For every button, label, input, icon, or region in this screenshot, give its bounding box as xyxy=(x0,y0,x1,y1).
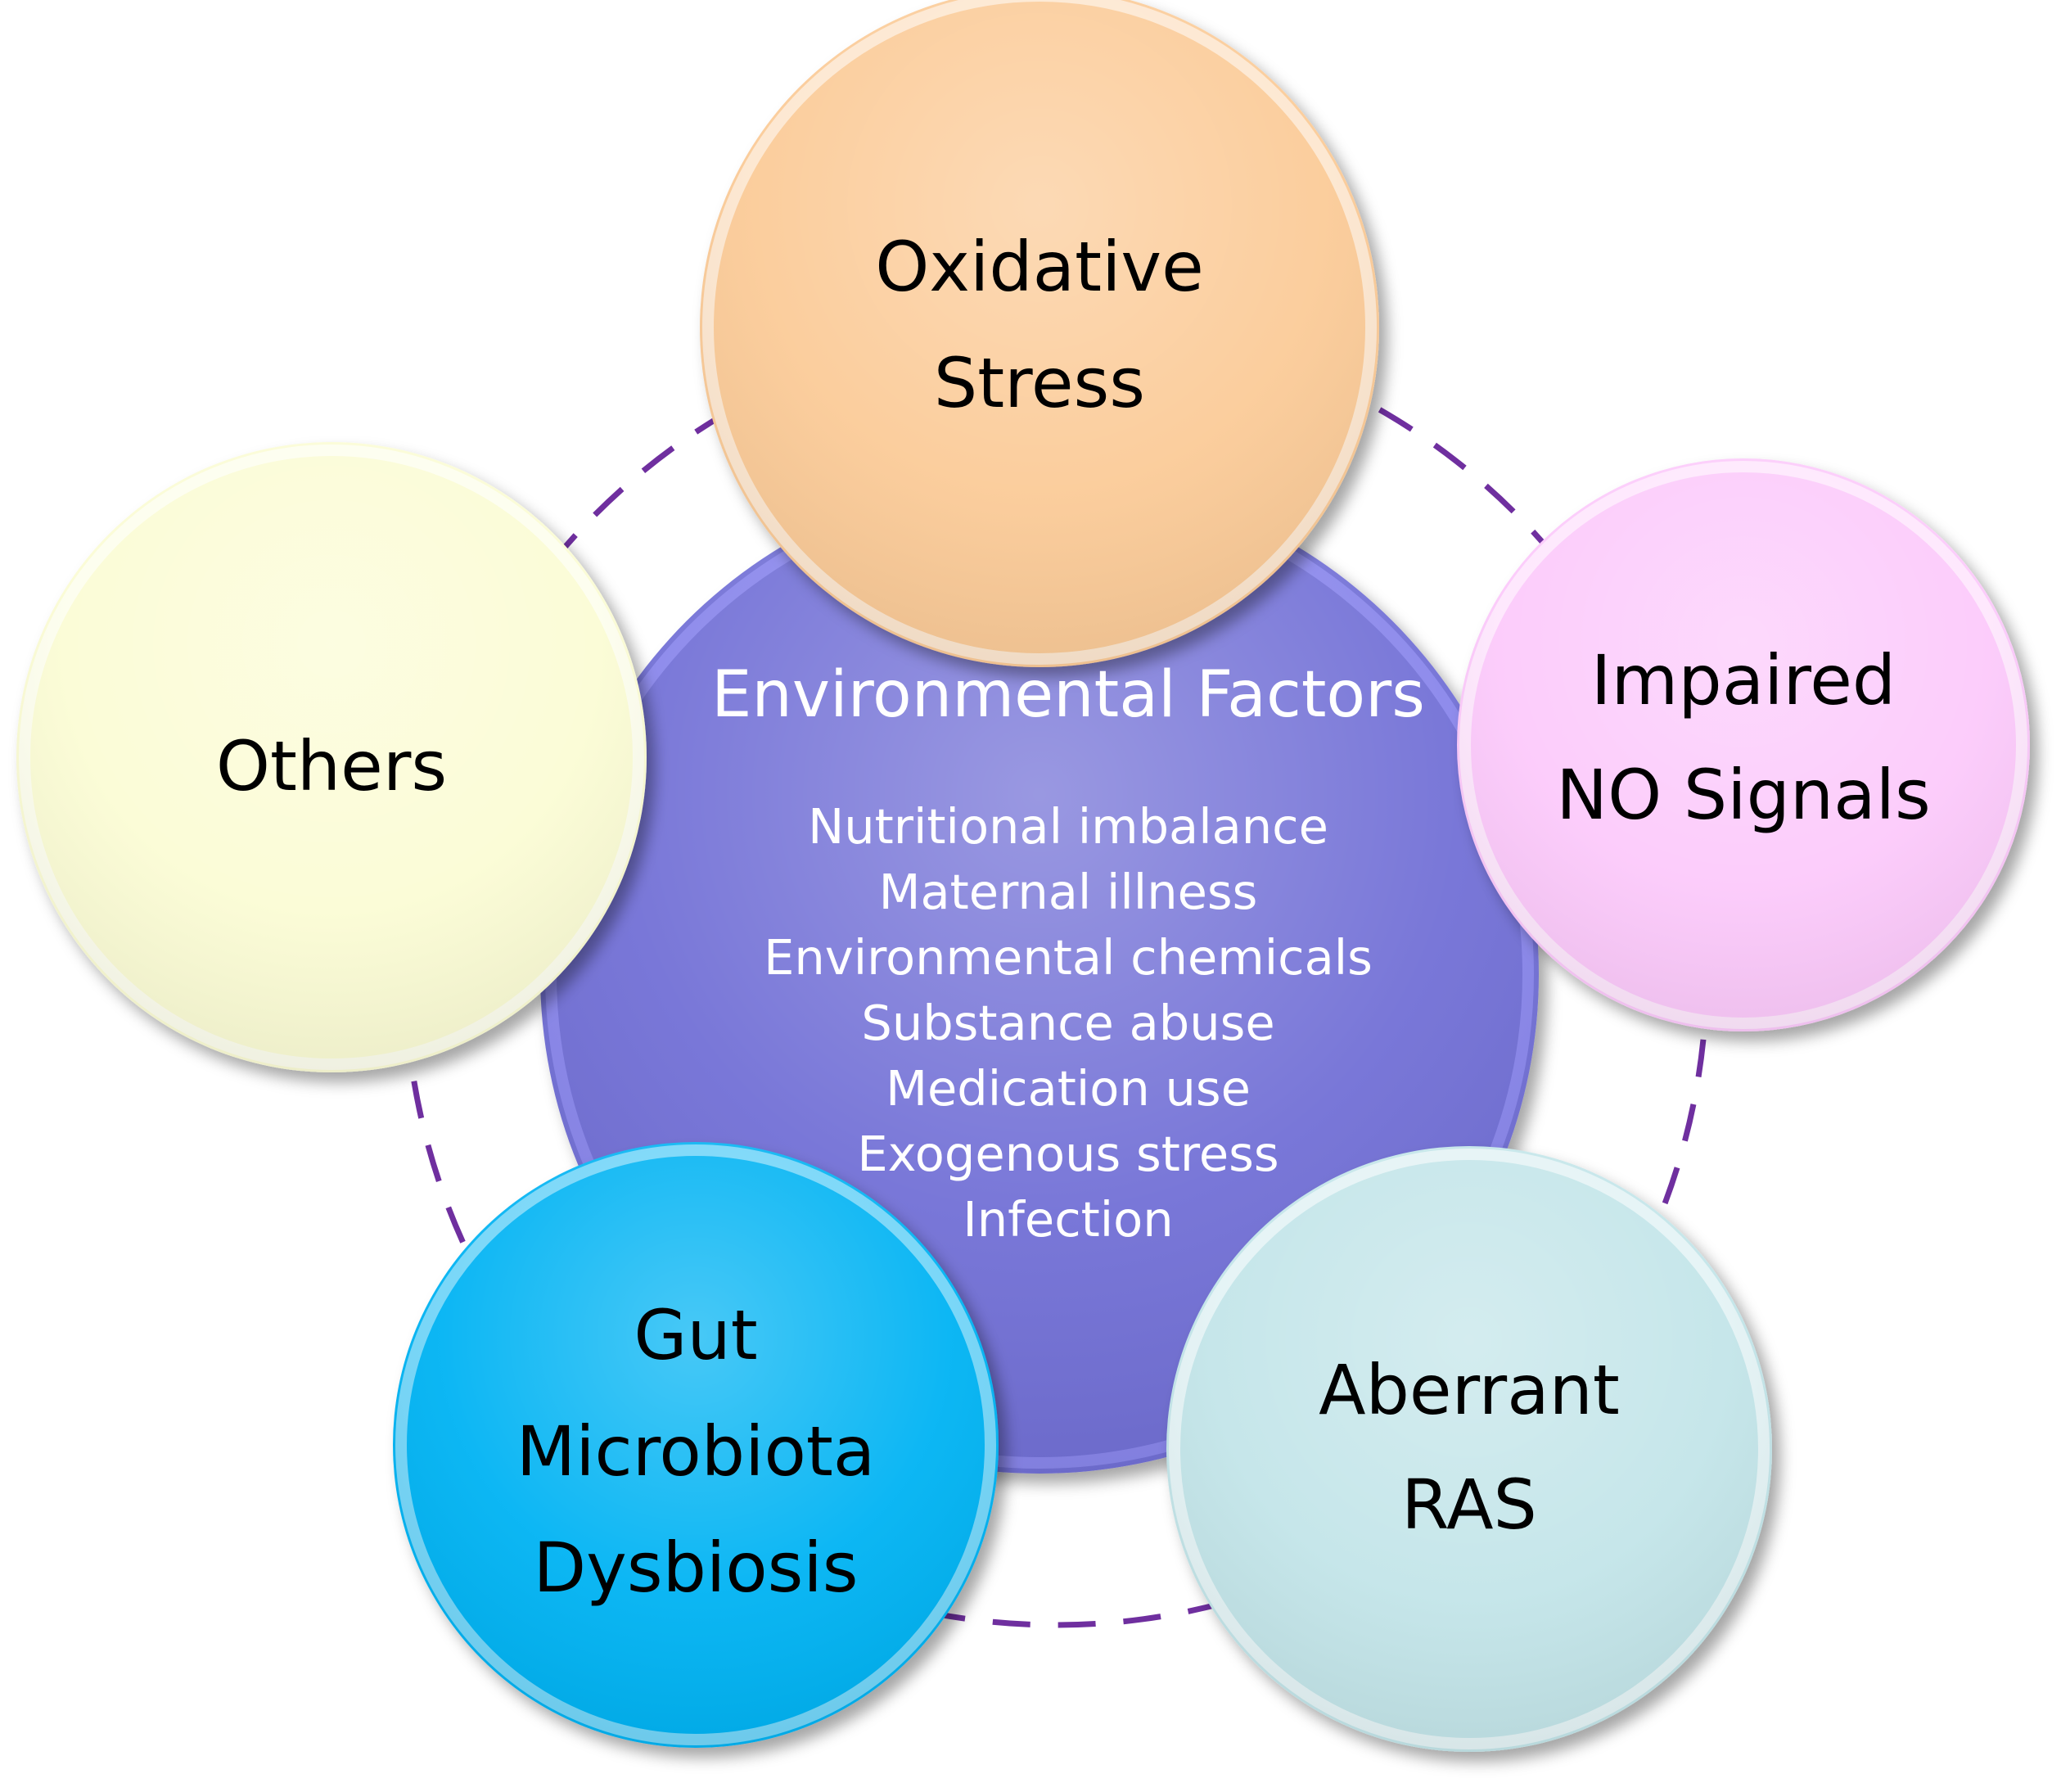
center-item: Substance abuse xyxy=(861,995,1274,1051)
center-item: Environmental chemicals xyxy=(764,929,1373,986)
impaired-no-label-1: Impaired xyxy=(1591,640,1896,720)
others-node xyxy=(16,442,647,1072)
center-item: Maternal illness xyxy=(879,864,1258,920)
impaired-no-label-2: NO Signals xyxy=(1556,755,1930,835)
center-item: Medication use xyxy=(886,1060,1251,1117)
gut-microbiota-node xyxy=(393,1142,999,1748)
center-title: Environmental Factors xyxy=(711,658,1425,732)
center-item: Infection xyxy=(963,1191,1173,1248)
aberrant-ras-label-2: RAS xyxy=(1401,1465,1537,1545)
gut-microbiota-label-3: Dysbiosis xyxy=(533,1528,858,1608)
oxidative-stress-label-2: Stress xyxy=(934,343,1145,423)
gut-microbiota-label-2: Microbiota xyxy=(516,1411,876,1492)
gut-microbiota-label-1: Gut xyxy=(634,1295,757,1375)
aberrant-ras-label-1: Aberrant xyxy=(1319,1350,1620,1430)
center-item: Nutritional imbalance xyxy=(808,798,1328,855)
others-label: Others xyxy=(216,726,447,806)
oxidative-stress-node xyxy=(700,0,1379,667)
oxidative-stress-label-1: Oxidative xyxy=(875,227,1204,307)
center-item: Exogenous stress xyxy=(857,1126,1279,1182)
impaired-no-signals-node xyxy=(1457,458,2030,1031)
aberrant-ras-node xyxy=(1166,1146,1772,1752)
